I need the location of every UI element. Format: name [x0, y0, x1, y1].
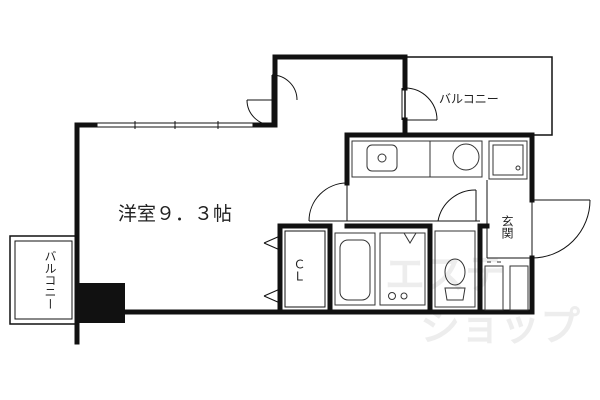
window-top [95, 121, 255, 129]
closet [263, 230, 326, 308]
door-bath [437, 189, 477, 222]
kitchen-counter [351, 140, 483, 178]
toilet [434, 230, 476, 308]
shoe-storage [484, 261, 529, 311]
door-upper [246, 74, 298, 126]
closet-label: ＣＬ [292, 258, 306, 282]
pillar [77, 283, 125, 323]
washer-pan [488, 140, 528, 180]
bathtub [334, 232, 426, 306]
door-entrance [486, 180, 591, 259]
balcony-top-right-label: バルコニー [439, 92, 499, 106]
balcony-left-label: バルコニー [43, 250, 57, 310]
entrance-label: 玄関 [500, 214, 514, 239]
western-room-label: 洋室９．３帖 [118, 203, 232, 225]
balcony-top-right [401, 56, 553, 136]
door-kitchen [308, 182, 480, 222]
balcony-left [9, 235, 78, 325]
